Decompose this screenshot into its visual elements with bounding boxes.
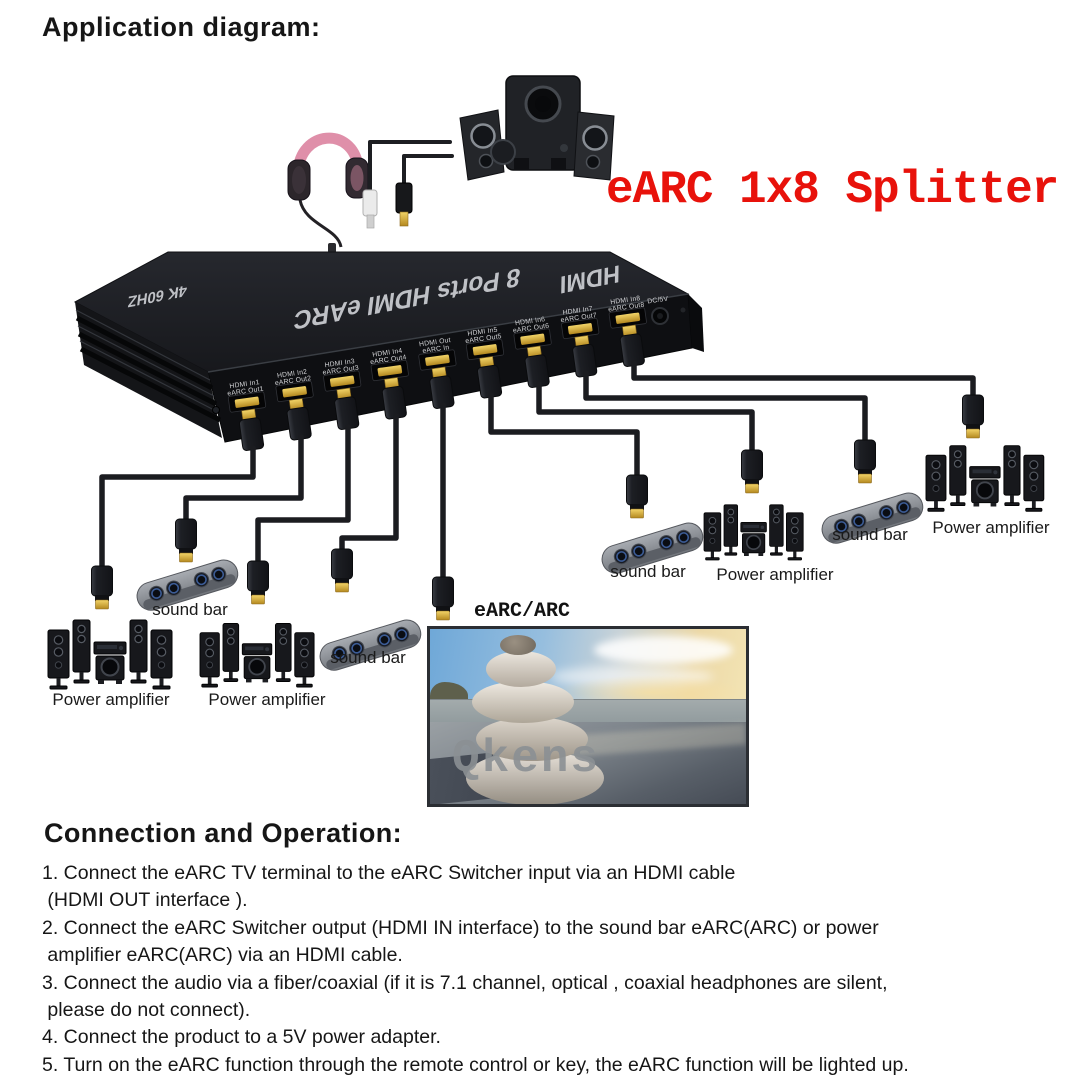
sound-bar-3-label: sound bar xyxy=(610,562,686,581)
power-amplifier-1-label: Power amplifier xyxy=(52,690,170,709)
hdmi-port-2: HDMI In2 eARC Out2 xyxy=(275,369,314,441)
hdmi-port-out: HDMI Out eARC In xyxy=(418,337,457,409)
operation-steps: 1. Connect the eARC TV terminal to the e… xyxy=(42,860,1062,1079)
plug-to-sound-bar-1 xyxy=(175,518,197,563)
rca-plug-icon xyxy=(362,189,378,217)
power-amplifier-2 xyxy=(199,622,316,688)
hdmi-port-1: HDMI In1 eARC Out1 xyxy=(227,379,267,451)
analog-audio-cable xyxy=(362,140,452,229)
svg-text:HDMI In2: HDMI In2 xyxy=(277,369,308,380)
connection-diagram: 8 Ports HDMI eARC 4K 60HZ HDMI DC/5V HDM… xyxy=(47,75,1045,690)
hdmi-cables xyxy=(99,360,976,580)
step-3-line-2: please do not connect). xyxy=(42,999,251,1022)
section-title: Connection and Operation: xyxy=(44,818,402,848)
svg-text:HDMI In6: HDMI In6 xyxy=(515,316,546,327)
product-title: eARC 1x8 Splitter xyxy=(606,164,1059,216)
power-amplifier-3-label: Power amplifier xyxy=(716,565,834,584)
hdmi-port-4: HDMI In4 eARC Out4 xyxy=(370,348,409,420)
step-2-line-1: 2. Connect the eARC Switcher output (HDM… xyxy=(42,916,879,939)
step-2-line-2: amplifier eARC(ARC) via an HDMI cable. xyxy=(42,944,403,967)
stone xyxy=(476,717,588,761)
step-1-line-1: 1. Connect the eARC TV terminal to the e… xyxy=(42,862,736,884)
step-1-line-2: (HDMI OUT interface ). xyxy=(42,889,248,912)
power-amplifier-4 xyxy=(925,444,1045,513)
dc-power-port: DC/5V xyxy=(647,296,669,325)
plug-to-power-amp-1 xyxy=(91,565,113,610)
svg-text:HDMI In3: HDMI In3 xyxy=(324,358,355,369)
brand-watermark: Qkens xyxy=(452,733,601,785)
ir-sensor-icon xyxy=(212,406,220,414)
svg-text:eARC In: eARC In xyxy=(422,344,450,355)
plug-to-sound-bar-4 xyxy=(854,439,876,484)
step-5-line-1: 5. Turn on the eARC function through the… xyxy=(42,1053,909,1076)
hdmi-port-5: HDMI In5 eARC Out5 xyxy=(465,327,505,399)
plug-to-power-amp-3 xyxy=(741,449,763,494)
plug-to-power-amp-4 xyxy=(962,394,984,439)
power-amplifier-1 xyxy=(47,619,173,690)
step-3-line-1: 3. Connect the audio via a fiber/coaxial… xyxy=(42,971,888,994)
power-amplifier-4-label: Power amplifier xyxy=(932,518,1050,537)
sound-bar-1-label: sound bar xyxy=(152,600,228,619)
sound-bar-2-label: sound bar xyxy=(330,648,406,667)
svg-text:HDMI In8: HDMI In8 xyxy=(610,295,641,306)
optical-plug-icon xyxy=(395,182,413,214)
tv-cloud xyxy=(594,636,734,664)
tv-screen: Qkens xyxy=(430,629,746,804)
svg-text:HDMI In5: HDMI In5 xyxy=(467,327,498,338)
tv-input-label: eARC/ARC xyxy=(474,600,571,623)
plug-to-tv xyxy=(432,576,454,621)
hdmi-port-8: HDMI In8 eARC Out8 xyxy=(608,295,647,367)
page-title: Application diagram: xyxy=(42,12,321,42)
hdmi-port-7: HDMI In7 eARC Out7 xyxy=(560,306,600,378)
headphones-graphic xyxy=(287,132,369,253)
tv: Qkens xyxy=(427,626,749,807)
svg-text:HDMI In1: HDMI In1 xyxy=(229,379,260,390)
svg-text:HDMI Out: HDMI Out xyxy=(419,337,451,348)
plug-to-sound-bar-3 xyxy=(626,474,648,519)
plug-to-power-amp-2 xyxy=(247,560,269,605)
stone xyxy=(500,635,536,655)
stone xyxy=(472,681,574,723)
plug-to-sound-bar-2 xyxy=(331,548,353,593)
svg-text:HDMI In4: HDMI In4 xyxy=(372,348,403,359)
svg-text:HDMI In7: HDMI In7 xyxy=(562,306,593,317)
volume-pod-icon xyxy=(490,139,516,165)
hdmi-port-3: HDMI In3 eARC Out3 xyxy=(322,358,362,430)
step-4-line-1: 4. Connect the product to a 5V power ada… xyxy=(42,1026,441,1049)
hdmi-port-6: HDMI In6 eARC Out6 xyxy=(513,316,552,388)
stone xyxy=(486,651,556,687)
tv-hill xyxy=(430,681,468,700)
power-amplifier-2-label: Power amplifier xyxy=(208,690,326,709)
svg-text:DC/5V: DC/5V xyxy=(647,296,669,306)
sound-bar-4-label: sound bar xyxy=(832,525,908,544)
speaker-set-graphic xyxy=(459,75,615,181)
optical-audio-cable xyxy=(395,154,454,227)
power-amplifier-3 xyxy=(703,503,805,561)
